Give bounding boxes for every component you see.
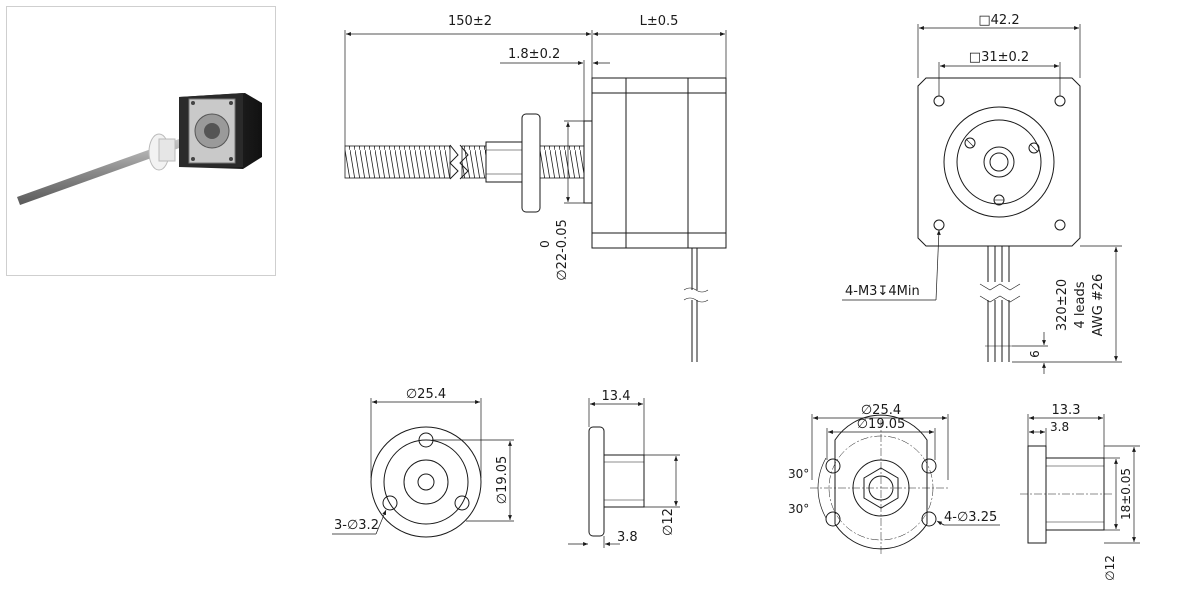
linear-stepper-motor-photo-icon — [17, 93, 262, 205]
nut1-front-view: ∅25.4 ∅19.05 3-∅3.2 — [332, 387, 514, 538]
nut2-side-view: 13.3 3.8 18±0.05 ∅12 — [1020, 403, 1140, 581]
nut2-flange-dia-label: ∅25.4 — [861, 403, 901, 418]
side-view: 150±2 L±0.5 1.8±0.2 0 ∅22-0.05 — [344, 14, 727, 362]
nut2-angle-top-label: 30° — [788, 467, 809, 481]
nut2-pcd-label: ∅19.05 — [857, 417, 906, 432]
nut1-pcd-label: ∅19.05 — [495, 456, 510, 505]
nut1-flange-dia-label: ∅25.4 — [406, 387, 446, 402]
nut2-front-view: ∅25.4 ∅19.05 30° 30° 4-∅3.25 — [788, 403, 1000, 556]
side-screw-length-label: 150±2 — [448, 14, 492, 29]
front-lead-gauge-label: AWG #26 — [1091, 274, 1106, 337]
front-mount-holes-label: 4-M3↧4Min — [845, 284, 920, 299]
nut2-length-label: 13.3 — [1052, 403, 1081, 418]
nut2-holes-label: 4-∅3.25 — [944, 510, 997, 525]
nut1-body-dia-label: ∅12 — [661, 508, 676, 536]
nut2-flat-width-label: 18±0.05 — [1119, 468, 1133, 520]
nut1-flange-thk-label: 3.8 — [617, 530, 638, 545]
side-boss-dia-label: ∅22-0.05 — [555, 219, 570, 281]
front-lead-count-label: 4 leads — [1073, 281, 1088, 328]
side-boss-tol-label: 0 — [538, 240, 552, 248]
front-hole-spacing-label: □31±0.2 — [969, 50, 1029, 65]
product-photo-frame — [6, 6, 276, 276]
nut2-angle-bottom-label: 30° — [788, 502, 809, 516]
nut1-holes-label: 3-∅3.2 — [334, 518, 379, 533]
side-body-length-label: L±0.5 — [640, 14, 679, 29]
nut2-body-dia-label: ∅12 — [1103, 555, 1117, 581]
front-outer-size-label: □42.2 — [978, 13, 1019, 28]
front-view: □42.2 □31±0.2 4-M3↧4Min 320±20 4 leads A… — [842, 13, 1122, 374]
front-strip-length-label: 6 — [1028, 350, 1042, 358]
nut1-side-view: 13.4 3.8 ∅12 — [568, 389, 680, 548]
side-boss-height-label: 1.8±0.2 — [508, 47, 560, 62]
front-lead-length-label: 320±20 — [1055, 279, 1070, 331]
nut1-length-label: 13.4 — [602, 389, 631, 404]
nut2-flange-thk-label: 3.8 — [1050, 420, 1069, 434]
